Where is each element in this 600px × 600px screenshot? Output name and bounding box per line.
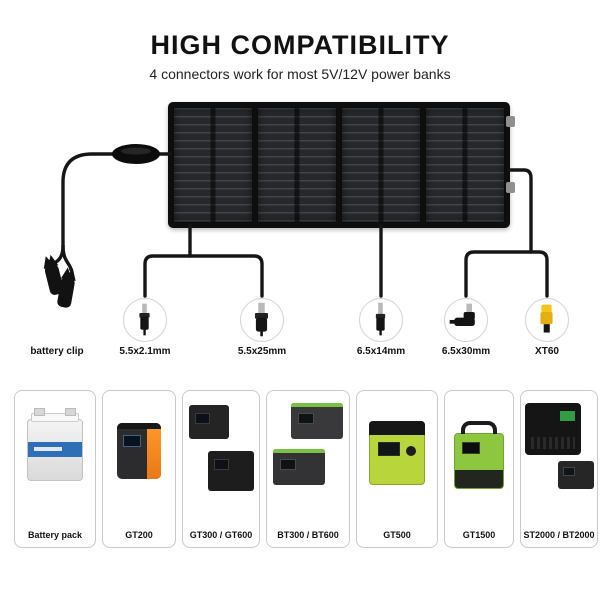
product-card-st2000-bt2000: ST2000 / BT2000 (520, 390, 598, 548)
gt500-image (369, 421, 425, 485)
connector-badge (444, 298, 488, 342)
product-label: GT200 (125, 530, 153, 540)
solar-panel-section (173, 107, 253, 223)
bt2000-image (558, 461, 594, 489)
connector-badge (123, 298, 167, 342)
wire-left (61, 152, 172, 248)
solar-panel-section (257, 107, 337, 223)
connector-label-5521: 5.5x2.1mm (119, 346, 171, 357)
wire-right-drop (507, 168, 533, 254)
connector-label-5525: 5.5x25mm (237, 346, 287, 357)
battery-label-band (28, 442, 82, 457)
connector-label-xt60: XT60 (535, 346, 559, 357)
device-screen (123, 435, 141, 447)
wire-right-bus (464, 250, 549, 298)
page-title: HIGH COMPATIBILITY (150, 30, 450, 60)
battery-terminal (65, 408, 76, 416)
gt1500-image (454, 421, 504, 489)
product-card-gt1500: GT1500 (444, 390, 514, 548)
solar-panel-section (425, 107, 505, 223)
product-card-gt500: GT500 (356, 390, 438, 548)
product-card-gt300-gt600: GT300 / GT600 (182, 390, 260, 548)
battery-clip-icon (43, 254, 76, 308)
product-label: ST2000 / BT2000 (523, 530, 595, 540)
connector-badge (359, 298, 403, 342)
gt200-image (117, 423, 161, 479)
battery-terminal (34, 408, 45, 416)
gt300-image (189, 405, 229, 439)
connector-badge (525, 298, 569, 342)
product-label: GT500 (383, 530, 411, 540)
product-card-gt200: GT200 (102, 390, 176, 548)
xt60-connector-icon (540, 304, 553, 333)
st2000-image (525, 403, 581, 455)
dc-plug-right-angle-icon (449, 303, 475, 327)
device-screen (462, 442, 480, 454)
device-outlet (406, 446, 416, 456)
bt600-image (273, 449, 325, 485)
connector-label-6514: 6.5x14mm (356, 346, 406, 357)
product-card-battery-pack: Battery pack (14, 390, 96, 548)
dc-plug-slim-icon (375, 302, 386, 336)
connector-badge (240, 298, 284, 342)
inline-connector-box (112, 144, 160, 164)
product-label: GT300 / GT600 (189, 530, 253, 540)
connector-label-6530: 6.5x30mm (441, 346, 491, 357)
solar-panel (168, 102, 510, 228)
connector-label-battery-clip: battery clip (30, 346, 84, 357)
dc-plug-barrel-icon (254, 302, 269, 337)
panel-kickstand-tab (506, 182, 515, 193)
dc-plug-small-icon (139, 303, 150, 336)
product-label: BT300 / BT600 (277, 530, 339, 540)
battery-top (31, 413, 79, 422)
product-label: Battery pack (27, 530, 83, 540)
product-label: GT1500 (462, 530, 496, 540)
solar-panel-section (341, 107, 421, 223)
device-screen (378, 442, 400, 456)
battery-pack-image (27, 408, 83, 481)
bt300-image (291, 403, 343, 439)
product-card-bt300-bt600: BT300 / BT600 (266, 390, 350, 548)
page-subtitle: 4 connectors work for most 5V/12V power … (149, 66, 451, 82)
panel-kickstand-tab (506, 116, 515, 127)
wire-left-bus (143, 254, 264, 298)
gt600-image (208, 451, 254, 491)
wire-clip-lead (61, 244, 73, 272)
